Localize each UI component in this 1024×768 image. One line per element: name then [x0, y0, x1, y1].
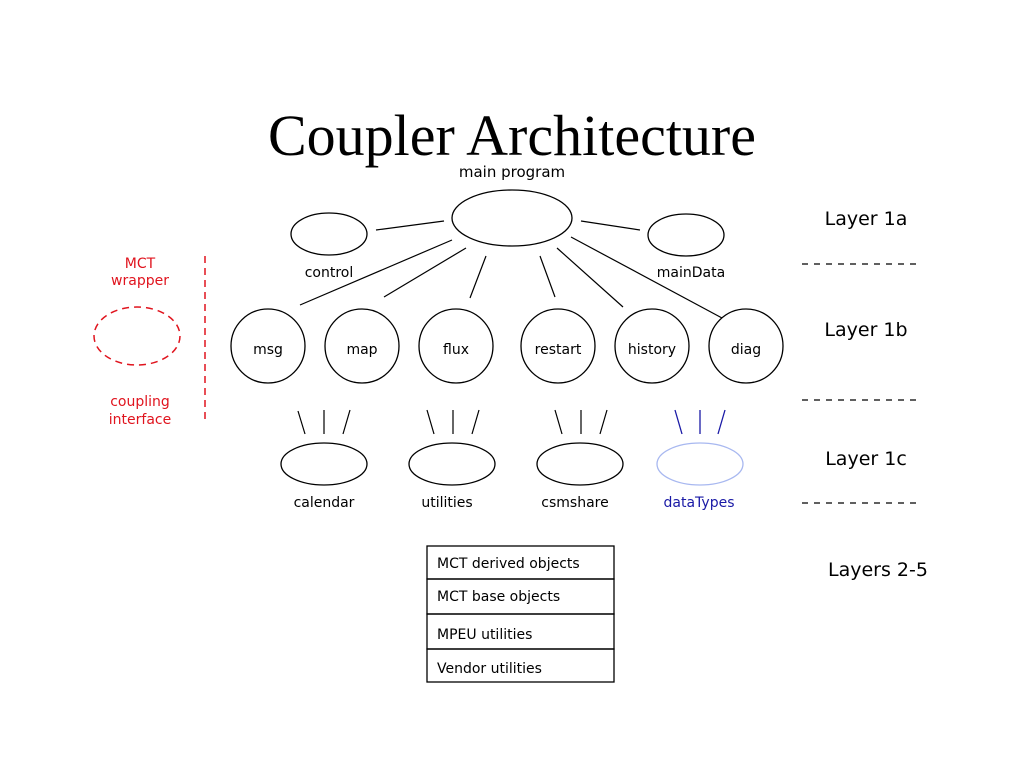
module-diag-label: diag	[731, 342, 761, 358]
main-program-connectors	[299, 220, 723, 319]
library-csmshare-node	[536, 442, 624, 486]
module-msg-label: msg	[253, 342, 283, 358]
module-restart-node	[520, 308, 596, 384]
layer-1a-label: Layer 1a	[825, 208, 908, 230]
connector-diag	[570, 236, 723, 319]
module-map-node	[324, 308, 400, 384]
layer-1c-label: Layer 1c	[825, 448, 907, 470]
stack-vendor-label: Vendor utilities	[437, 661, 542, 677]
module-msg-node	[230, 308, 306, 384]
layer-separators	[802, 263, 922, 504]
module-history-node	[614, 308, 690, 384]
control-label: control	[305, 265, 354, 281]
module-flux-label: flux	[443, 342, 469, 358]
datatypes-connector	[674, 409, 726, 435]
connector-msg	[299, 239, 453, 306]
control-node	[290, 212, 368, 256]
library-datatypes-node	[656, 442, 744, 486]
maindata-label: mainData	[657, 265, 725, 281]
layer-stack: MCT derived objects MCT base objects MPE…	[426, 545, 615, 683]
calendar-connector	[297, 409, 351, 435]
mct-wrapper-ellipse	[93, 306, 181, 366]
module-row: msg map flux restart history diag	[230, 308, 784, 384]
main-program-node	[451, 189, 573, 247]
mct-wrapper-label-line1: MCT	[125, 256, 156, 272]
library-row: calendar utilities csmshare dataTypes	[280, 442, 744, 511]
module-diag-node	[708, 308, 784, 384]
module-history-label: history	[628, 342, 676, 358]
main-program-label: main program	[459, 163, 565, 181]
connector-maindata	[580, 220, 641, 231]
stack-box-vendor	[426, 648, 615, 683]
connector-flux	[469, 255, 487, 299]
layer-1b-label: Layer 1b	[824, 319, 907, 341]
mct-wrapper-label-line2: wrapper	[111, 273, 169, 289]
page-title: Coupler Architecture	[268, 103, 756, 168]
module-map-label: map	[346, 342, 377, 358]
library-datatypes-label: dataTypes	[664, 495, 735, 511]
library-connectors	[297, 409, 726, 435]
stack-mct-base-label: MCT base objects	[437, 589, 560, 605]
module-flux-node	[418, 308, 494, 384]
connector-control	[375, 220, 445, 231]
stack-mpeu-label: MPEU utilities	[437, 627, 532, 643]
library-calendar-node	[280, 442, 368, 486]
connector-history	[556, 247, 624, 308]
layers-2-5-label: Layers 2-5	[828, 559, 928, 581]
stack-mct-derived-label: MCT derived objects	[437, 556, 580, 572]
csmshare-connector	[554, 409, 608, 435]
coupling-interface-label-line1: coupling	[110, 394, 170, 410]
library-utilities-label: utilities	[421, 495, 472, 511]
library-csmshare-label: csmshare	[541, 495, 608, 511]
connector-map	[383, 247, 467, 298]
utilities-connector	[426, 409, 480, 435]
library-calendar-label: calendar	[294, 495, 355, 511]
connector-restart	[539, 255, 556, 298]
maindata-node	[647, 213, 725, 257]
library-utilities-node	[408, 442, 496, 486]
coupling-interface-label-line2: interface	[109, 412, 171, 428]
module-restart-label: restart	[535, 342, 582, 358]
